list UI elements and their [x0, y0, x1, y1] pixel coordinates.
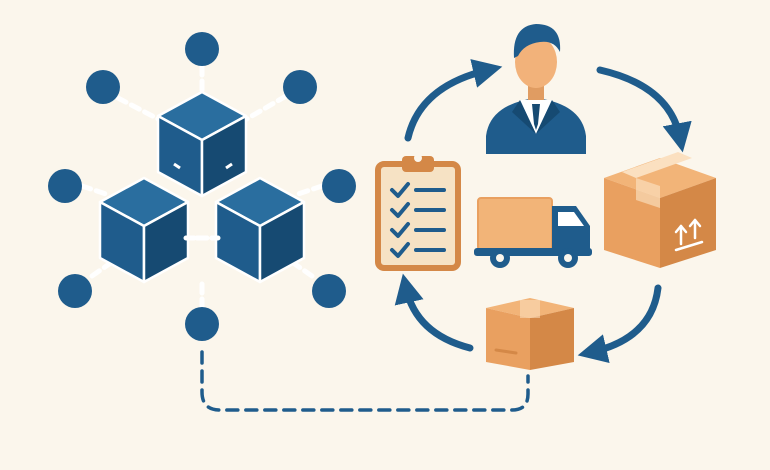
arrow-person-to-box [596, 66, 692, 153]
network-node [185, 307, 219, 341]
small-parcel-icon [486, 298, 574, 370]
network-node [185, 32, 219, 66]
cube-top [156, 90, 248, 198]
business-person-icon [486, 24, 586, 154]
shipping-box-icon [604, 152, 716, 268]
network-node [283, 70, 317, 104]
network-node [86, 70, 120, 104]
network-nodes [48, 32, 356, 341]
cycle-arrows [394, 59, 692, 363]
arrow-parcel-to-clipboard [394, 273, 474, 352]
network-node [312, 274, 346, 308]
network-node [48, 169, 82, 203]
network-node [322, 169, 356, 203]
arrow-box-to-parcel [577, 284, 662, 363]
delivery-truck-icon [474, 197, 592, 268]
checklist-clipboard-icon [375, 154, 461, 271]
cube-right [214, 176, 306, 284]
blockchain-network-icon [48, 32, 356, 341]
dashed-connector [200, 350, 530, 412]
arrow-clipboard-to-person [404, 59, 503, 142]
network-node [58, 274, 92, 308]
cube-left [98, 176, 190, 284]
